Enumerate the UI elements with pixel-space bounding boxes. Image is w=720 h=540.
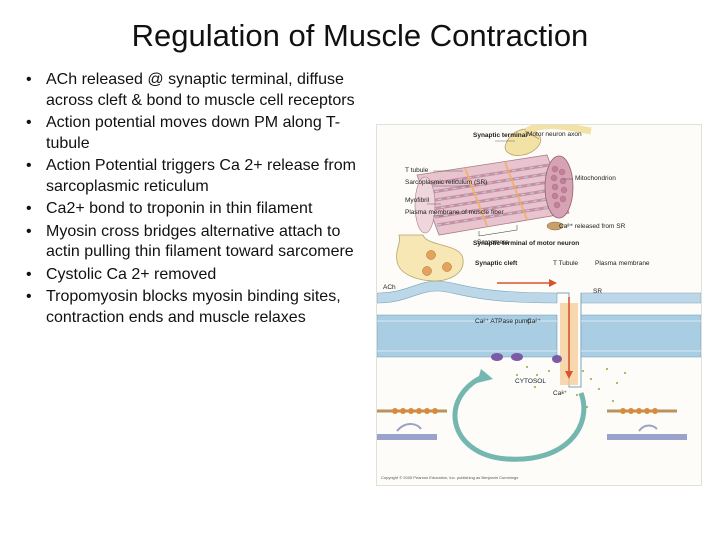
bullet-marker: • [26,265,32,283]
bullet-text: Action potential moves down PM along T-t… [46,114,341,152]
bullet-item: • Ca2+ bond to troponin in thin filament [26,199,366,220]
label-sr: SR [593,288,602,295]
label-cytosol: CYTOSOL [515,378,546,385]
muscle-fiber-drawing [414,125,592,237]
bullet-text: Cystolic Ca 2+ removed [46,265,217,283]
bullet-marker: • [26,71,32,88]
muscle-contraction-figure: Synaptic terminal Motor neuron axon T tu… [376,124,702,486]
bullet-text: Ca2+ bond to troponin in thin filament [46,200,313,217]
label-plasma-membrane-fiber: Plasma membrane of muscle fiber [405,209,504,216]
label-plasma-membrane: Plasma membrane [595,260,650,267]
bullet-list: • ACh released @ synaptic terminal, diffu… [26,70,366,330]
label-t-tubule: T tubule [405,167,429,174]
label-myofibril: Myofibril [405,197,430,204]
label-synaptic-cleft: Synaptic cleft [475,260,518,267]
bullet-item: • ACh released @ synaptic terminal, diffu… [26,70,366,111]
slide-title: Regulation of Muscle Contraction [131,18,589,53]
bullet-marker: • [26,114,32,131]
label-mitochondrion: Mitochondrion [575,175,616,182]
bullet-marker: • [26,288,32,305]
bullet-item: • Action potential moves down PM along T-… [26,113,366,154]
figure-illustration: Synaptic terminal Motor neuron axon T tu… [377,125,701,480]
bullet-text: Action Potential triggers Ca 2+ release … [46,157,356,195]
label-copyright: Copyright © 2005 Pearson Education, Inc.… [381,475,518,480]
bullet-marker: • [26,157,32,174]
label-sarcomere: Sarcomere [477,239,509,246]
label-ca-atpase: Ca²⁺ ATPase pump [475,318,531,325]
label-sarcoplasmic-reticulum: Sarcoplasmic reticulum (SR) [405,179,487,186]
bullet-text: Tropomyosin blocks myosin binding sites,… [46,288,341,326]
label-ca-released: Ca²⁺ released from SR [559,223,626,230]
label-ca2-a: Ca²⁺ [527,318,541,325]
bullet-item: • Myosin cross bridges alternative attach… [26,222,366,263]
bullet-marker: • [26,222,32,240]
bullet-marker: • [26,200,32,217]
label-ca2-b: Ca²⁺ [553,390,567,397]
bullet-text: Myosin cross bridges alternative attach … [46,222,354,261]
synapse-drawing [377,234,701,462]
top-leader-lines [427,130,573,226]
bullet-item: • Tropomyosin blocks myosin binding sites… [26,287,366,328]
label-motor-neuron-axon: Motor neuron axon [527,131,582,138]
label-t-tubule-2: T Tubule [553,260,579,267]
label-ach: ACh [383,284,396,291]
bullet-item: • Cystolic Ca 2+ removed [26,265,366,286]
bullet-text: ACh released @ synaptic terminal, diffus… [46,71,355,109]
label-synaptic-terminal: Synaptic terminal [473,132,527,139]
bullet-item: • Action Potential triggers Ca 2+ release… [26,156,366,197]
label-synaptic-terminal-motor: Synaptic terminal of motor neuron [473,240,579,247]
